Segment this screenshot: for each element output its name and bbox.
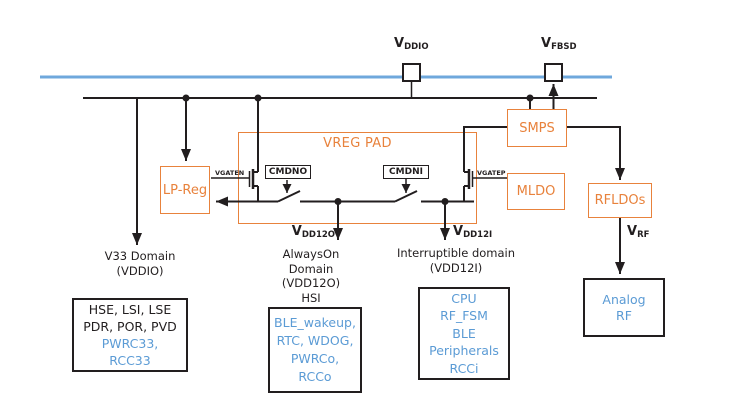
interruptible-block: Peripherals — [429, 343, 499, 359]
vdd12o-label: VDD12O — [291, 224, 335, 240]
cmdno-label: CMDNO — [268, 167, 308, 177]
analog-rf-block: RF — [616, 307, 632, 323]
rfldos-box: RFLDOs — [588, 183, 652, 218]
alwayson-block: RCCo — [298, 369, 332, 384]
junction-dot — [254, 94, 262, 102]
smps-box: SMPS — [507, 109, 567, 147]
v33-domain-box: HSE, LSI, LSE PDR, POR, PVD PWRC33, RCC3… — [72, 298, 188, 372]
v33-domain-title: V33 Domain (VDDIO) — [104, 249, 176, 278]
vdd12i-label: VDD12I — [453, 224, 493, 240]
alwayson-block: PWRCo, — [290, 351, 340, 366]
v33-block: HSE, LSI, LSE — [88, 302, 172, 317]
analog-rf-block: Analog — [602, 291, 646, 307]
cmdni-label: CMDNI — [389, 167, 423, 177]
vrf-label: VRF — [627, 224, 650, 240]
junction-dot — [182, 94, 190, 102]
alwayson-block: BLE_wakeup, — [274, 315, 356, 330]
junction-dot — [526, 94, 534, 102]
vddio-label: VDDIO — [394, 36, 429, 52]
smps-to-rfldos-arrow — [567, 126, 625, 180]
v33-block: PWRC33, — [101, 336, 159, 351]
vgatep-label: VGATEP — [477, 169, 506, 177]
vfbsd-label: VFBSD — [541, 36, 577, 52]
interruptible-block: RCCi — [449, 360, 479, 376]
alwayson-block: RTC, WDOG, — [276, 333, 354, 348]
v33-block: PDR, POR, PVD — [83, 319, 177, 334]
mldo-label: MLDO — [516, 184, 556, 199]
vfbsd-pad — [544, 63, 563, 82]
interruptible-domain-title: Interruptible domain (VDD12I) — [396, 246, 516, 275]
vddio-pad — [402, 63, 421, 82]
interruptible-domain-box: CPU RF_FSM BLE Peripherals RCCi — [418, 287, 510, 380]
smps-label: SMPS — [519, 120, 555, 136]
rfldos-label: RFLDOs — [594, 193, 646, 208]
cmdni-box: CMDNI — [383, 165, 429, 179]
alwayson-domain-title: AlwaysOn Domain (VDD12O) HSI — [281, 247, 341, 305]
interruptible-block: CPU — [451, 290, 477, 306]
mldo-box: MLDO — [507, 173, 565, 210]
cmdno-box: CMDNO — [265, 165, 311, 179]
alwayson-domain-box: BLE_wakeup, RTC, WDOG, PWRCo, RCCo — [268, 307, 362, 393]
v33-block: RCC33 — [109, 353, 151, 368]
vreg-pad-label: VREG PAD — [323, 136, 392, 151]
interruptible-block: BLE — [452, 325, 476, 341]
lp-reg-box: LP-Reg — [160, 166, 210, 214]
analog-rf-box: Analog RF — [583, 278, 665, 337]
lp-reg-label: LP-Reg — [162, 182, 208, 198]
interruptible-block: RF_FSM — [440, 308, 488, 324]
vgaten-label: VGATEN — [215, 169, 245, 177]
